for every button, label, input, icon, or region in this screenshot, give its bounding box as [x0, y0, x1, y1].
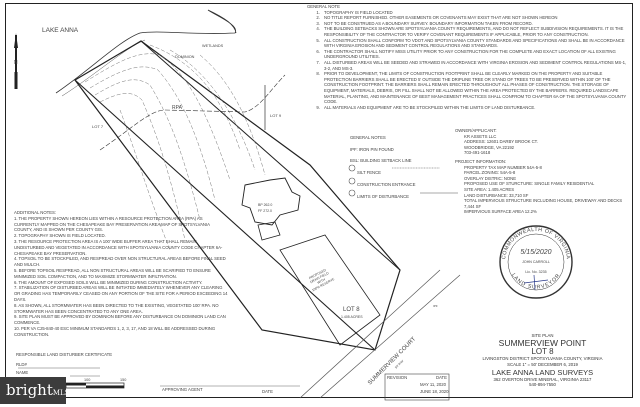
north-label: N — [14, 60, 18, 66]
revision-header: REVISION — [387, 375, 408, 380]
additional-note: 6. THE AMOUNT OF EXPOSED SOILS WILL BE M… — [14, 279, 203, 285]
owner-line: KR ASSETS LLC — [464, 133, 497, 139]
general-note: TOPOGRAPHY IS FIELD LOCATED — [321, 10, 629, 16]
bright-mls-logo: brightMLS — [0, 377, 70, 404]
lot7-label: LOT 7 — [92, 124, 104, 129]
project-line: OVERLAY DISTRIC: NONE — [464, 175, 517, 181]
project-line: IMPERVIOUS SURFACE AREA 12.2% — [464, 209, 537, 215]
lot8-label: LOT 8 — [343, 307, 360, 313]
legend-limits-of-disturbance: LIMITS OF DISTURBANCE — [357, 193, 409, 199]
scale-bar — [65, 382, 125, 389]
wetlands-label: WETLANDS — [202, 44, 224, 48]
legend-title: GENERAL NOTES — [350, 135, 386, 140]
project-line: PARCEL ZONING: 54A-5-8 — [464, 170, 516, 176]
additional-note: 9. SITE PLAN MUST BE APPROVED BY DOMINIO… — [14, 314, 226, 326]
additional-note: 2. TOPOGRAPHY SHOWN IS FIELD LOCATED. — [14, 233, 106, 239]
additional-note: 3. THE RESOURCE PROTECTION AREA IS A 100… — [14, 238, 223, 256]
seal-license: Lic. No. 3235 — [525, 270, 546, 274]
seal-signature: 5/15/2020 — [520, 249, 551, 256]
project-title: PROJECT INFORMATION: — [455, 158, 507, 164]
ipf-label: IPF — [433, 304, 438, 308]
additional-note: 5. BEFORE TOPSOIL RESPREAD, ALL NON STRU… — [14, 267, 211, 279]
additional-note: 7. STABILIZATION OF DISTURBED AREAS WILL… — [14, 285, 228, 302]
revision-date-header: DATE — [436, 375, 447, 380]
scale-tick-100: 100 — [84, 378, 90, 382]
lot9-label: LOT 9 — [270, 113, 282, 118]
ff-label: FF 272.0 — [258, 209, 272, 213]
general-notes-title: GENERAL NOTE — [307, 4, 340, 9]
general-note: THE BUILDING SETBACKS SHOWN ARE SPOTSYLV… — [321, 26, 629, 37]
title-project: SUMMERVIEW POINT — [498, 337, 587, 348]
bp-label: BP 262.0 — [258, 203, 272, 207]
drain-field-label-3: WITH — [317, 277, 327, 285]
additional-note: 10. PER VA C25-840-40 ESC MINIMUM STANDA… — [14, 325, 216, 337]
north-arrow-icon — [14, 33, 18, 89]
logo-brand: bright — [6, 381, 53, 399]
general-note: PRIOR TO DEVELOPMENT, THE LIMITS OF CONS… — [321, 71, 629, 105]
project-line: PROPOSED USE OF STURCTURE: SINGLE FAMILY… — [464, 181, 595, 187]
owner-line: 703-491-1618 — [464, 150, 491, 156]
general-note: ALL CONSTRUCTION SHALL CONFORM TO VDOT A… — [321, 38, 629, 49]
rpa-label: RPA — [172, 105, 183, 111]
legend: GENERAL NOTES IPF: IRON PIN FOUND BSL: B… — [350, 132, 454, 202]
legend-construction-entrance: CONSTRUCTION ENTRANCE — [357, 182, 416, 187]
additional-note: 4. TOPSOIL TO BE STOCKPILED, AND RESPREA… — [14, 256, 226, 268]
drawing-frame — [5, 3, 633, 398]
scale-tick-150: 150 — [120, 378, 126, 382]
revision-date: MAY 11, 2020 — [420, 382, 446, 387]
general-note: ALL MATERIALS AND EQUIPMENT ARE TO BE ST… — [321, 105, 629, 111]
legend-silt-fence: SILT FENCE — [357, 169, 381, 175]
lake-label: LAKE ANNA — [42, 27, 79, 34]
title-location: LIVINGSTON DISTRICT SPOTSYLVANIA COUNTY,… — [482, 356, 603, 361]
certificate-name: NAME — [16, 370, 29, 375]
owner-line: WOODBRIDGE, VA 22192 — [464, 144, 515, 150]
dominion-label: DOMINION — [175, 55, 195, 59]
additional-note: 1. THE PROPERTY SHOWN HEREON LIES WITHIN… — [14, 215, 210, 233]
general-note: NOT TO BE CONSTRUED AS A BOUNDARY SURVEY… — [321, 21, 629, 27]
approving-date-label: DATE — [262, 389, 273, 394]
legend-bsl: BSL: BUILDING SETBACK LINE — [350, 158, 412, 163]
project-line: PROPERTY TAX MAP NUMBER 54A-5-8 — [464, 164, 542, 170]
title-address: 362 OVERTON DRIVE MINERAL, VIRGINIA 2311… — [493, 377, 592, 382]
seal-name: JOHN CARROLL — [522, 260, 550, 264]
owner-line: ADDRESS: 12601 DARBY BROOK CT. — [464, 139, 538, 145]
owner-title: OWNER/APPLICANT: — [455, 128, 497, 133]
additional-notes: ADDITIONAL NOTES: 1. THE PROPERTY SHOWN … — [14, 210, 228, 338]
owner-info: OWNER/APPLICANT: KR ASSETS LLC ADDRESS: … — [455, 128, 630, 215]
lot8-acres: 1.405 ACRES — [341, 315, 363, 319]
logo-suffix: MLS — [52, 389, 70, 397]
title-scale: SCALE 1" = 50' DECEMBER 6, 2019 — [507, 361, 578, 367]
road-width-label: 50' R/W — [394, 359, 404, 369]
project-line: LAND DISTURBANCE: 33,710 SF — [464, 192, 529, 198]
legend-symbols — [348, 164, 458, 197]
certificate-title: RESPONSIBLE LAND DISTURBER CERTIFICATE — [16, 352, 113, 357]
project-line: SITE AREA: 1.405 ACRES — [464, 186, 515, 192]
certificate-rld: RLD# — [16, 362, 27, 367]
title-lot: LOT 8 — [531, 346, 554, 356]
approving-agent-label: APPROVING AGENT — [162, 387, 203, 392]
legend-ipf: IPF: IRON PIN FOUND — [350, 146, 394, 152]
title-kind: SITE PLAN — [531, 333, 554, 338]
title-block: SITE PLAN SUMMERVIEW POINT LOT 8 LIVINGS… — [455, 333, 630, 387]
additional-notes-title: ADDITIONAL NOTES: — [14, 210, 56, 215]
project-line: TOTAL IMPERVIOUS STRUCTURE INCLUDING HOU… — [464, 198, 623, 209]
general-note: NO TITLE REPORT FURNISHED. OTHER EASEMEN… — [321, 15, 629, 21]
surveyor-seal: COMMONWEALTH OF VIRGINIA LAND SURVEYOR 5… — [499, 225, 573, 299]
additional-note: 8. AS SHOWN, ALL STORMWATER HAS BEEN DIR… — [14, 302, 219, 314]
general-note: THE CONTRACTOR SHALL NOTIFY MISS UTILITY… — [321, 49, 629, 60]
general-note: ALL DISTURBED AREAS WILL BE SEEDED AND S… — [321, 60, 629, 71]
title-phone: 540-894-7550 — [529, 382, 556, 388]
title-firm: LAKE ANNA LAND SURVEYS — [491, 368, 594, 377]
revision-date: JUNE 18, 2020 — [420, 389, 449, 394]
general-notes: GENERAL NOTE TOPOGRAPHY IS FIELD LOCATED… — [307, 4, 629, 110]
